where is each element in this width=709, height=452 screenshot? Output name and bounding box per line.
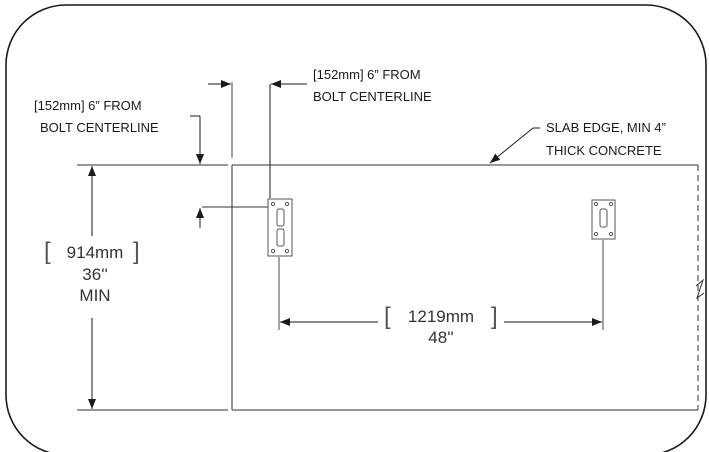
slab-edge-label-line2: THICK CONCRETE [546, 143, 662, 158]
slab-edge-label-line1: SLAB EDGE, MIN 4” [546, 120, 666, 135]
left-offset-leader [190, 115, 204, 228]
drawing-frame [5, 4, 707, 452]
left-offset-label-line2: BOLT CENTERLINE [40, 120, 159, 135]
top-offset-label-line1: [152mm] 6” FROM [313, 67, 421, 82]
right-base-plate [591, 199, 616, 240]
vertical-dim-left-bracket: [ [44, 238, 51, 265]
horizontal-dim-imperial: 48'' [428, 328, 453, 347]
vertical-dim-metric: 914mm [67, 243, 124, 262]
slab-edge-leader [489, 127, 540, 164]
vertical-dim-qualifier: MIN [79, 286, 110, 305]
top-offset-leader [208, 80, 307, 198]
concrete-slab [231, 164, 705, 411]
extension-lines [77, 82, 604, 411]
vertical-dim-right-bracket: ] [133, 238, 140, 265]
horizontal-dim-left-bracket: [ [384, 303, 391, 330]
top-offset-label-line2: BOLT CENTERLINE [313, 89, 432, 104]
horizontal-dim-right-bracket: ] [491, 303, 498, 330]
left-base-plate [267, 198, 293, 257]
vertical-dim-imperial: 36'' [82, 265, 107, 284]
horizontal-dim-metric: 1219mm [408, 307, 474, 326]
left-offset-label-line1: [152mm] 6” FROM [34, 98, 142, 113]
